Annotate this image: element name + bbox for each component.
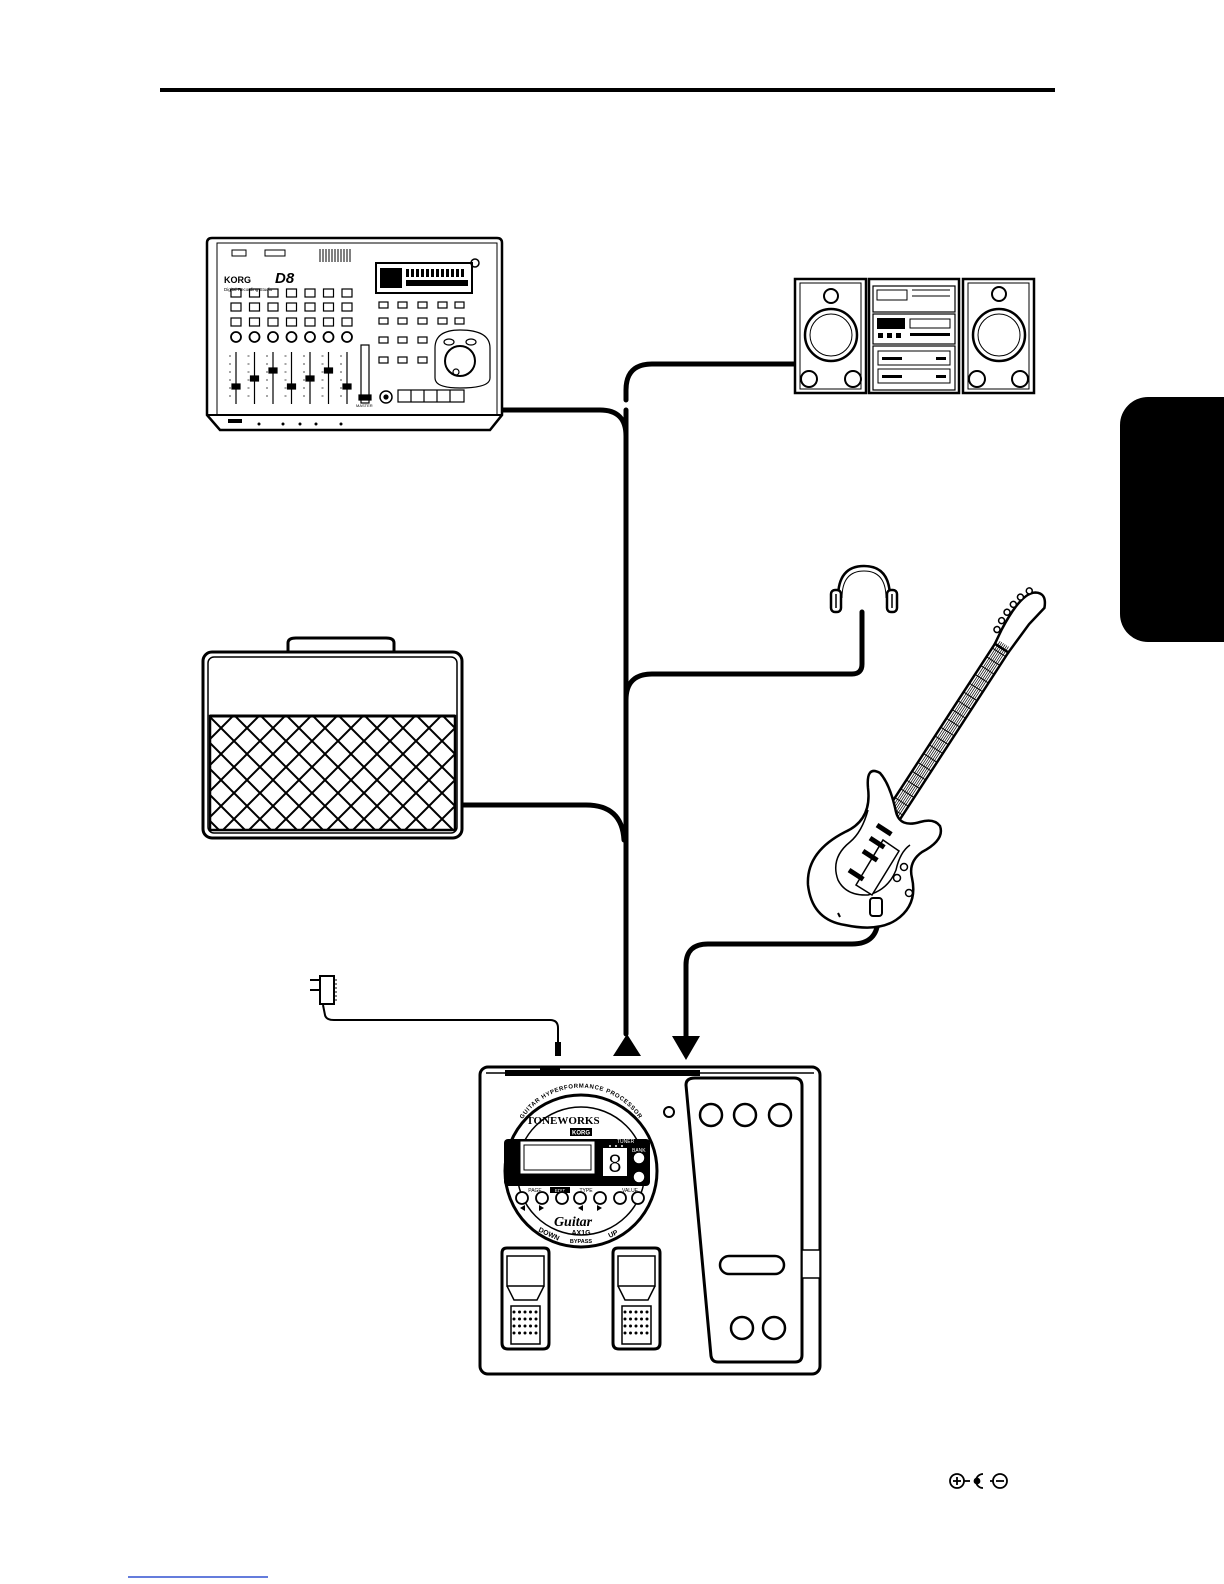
processor-digit: 8 (608, 1150, 622, 1178)
headphones (831, 566, 897, 612)
recorder-d8: KORG D8 Digital Recording Studio (207, 238, 502, 430)
output-arrow-icon (613, 1034, 641, 1056)
bypass-label: BYPASS (570, 1239, 593, 1245)
processor-model-script: Guitar (554, 1215, 593, 1230)
ax1g-processor: GUITAR HYPERFORMANCE PROCESSOR TONEWORKS… (480, 1066, 820, 1374)
cables (462, 364, 878, 1036)
electric-guitar (808, 582, 1050, 927)
ac-adapter (310, 976, 561, 1056)
recorder-brand: KORG (224, 275, 251, 285)
input-arrow-icon (672, 1036, 700, 1060)
processor-brand: TONEWORKS (526, 1115, 599, 1127)
guitar-amp (203, 638, 462, 838)
footswitch-down[interactable] (502, 1248, 549, 1349)
cable-headphones (626, 612, 862, 720)
processor-model: AX1G (571, 1230, 591, 1237)
stereo-system (795, 279, 1034, 393)
svg-text:MASTER: MASTER (356, 403, 373, 408)
recorder-model: D8 (275, 270, 295, 287)
cable-amp (462, 805, 624, 840)
tuner-label: TUNER (617, 1139, 635, 1145)
cable-adapter (323, 1005, 558, 1048)
footswitch-up[interactable] (613, 1248, 660, 1349)
cable-stereo (626, 364, 795, 400)
processor-maker: KORG (572, 1131, 590, 1137)
dc-polarity-icon (950, 1474, 1007, 1488)
cable-recorder (500, 410, 626, 436)
